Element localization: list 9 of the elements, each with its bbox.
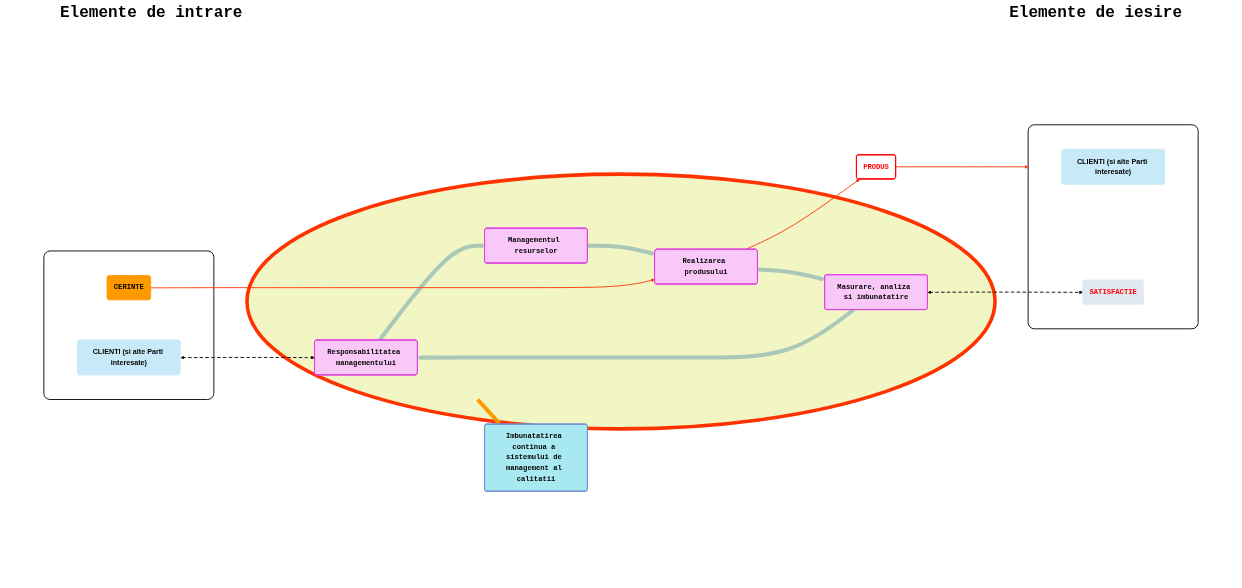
- arrow: [587, 243, 655, 256]
- arrow: [476, 398, 501, 425]
- cluster: [245, 172, 997, 431]
- cluster: [43, 250, 215, 400]
- annotation-text: Elemente de intrare: [60, 4, 243, 24]
- annotation-text: Elemente de iesire: [1009, 4, 1182, 24]
- cluster: [1027, 124, 1199, 330]
- arrow: [417, 308, 855, 360]
- arrow: [757, 267, 825, 282]
